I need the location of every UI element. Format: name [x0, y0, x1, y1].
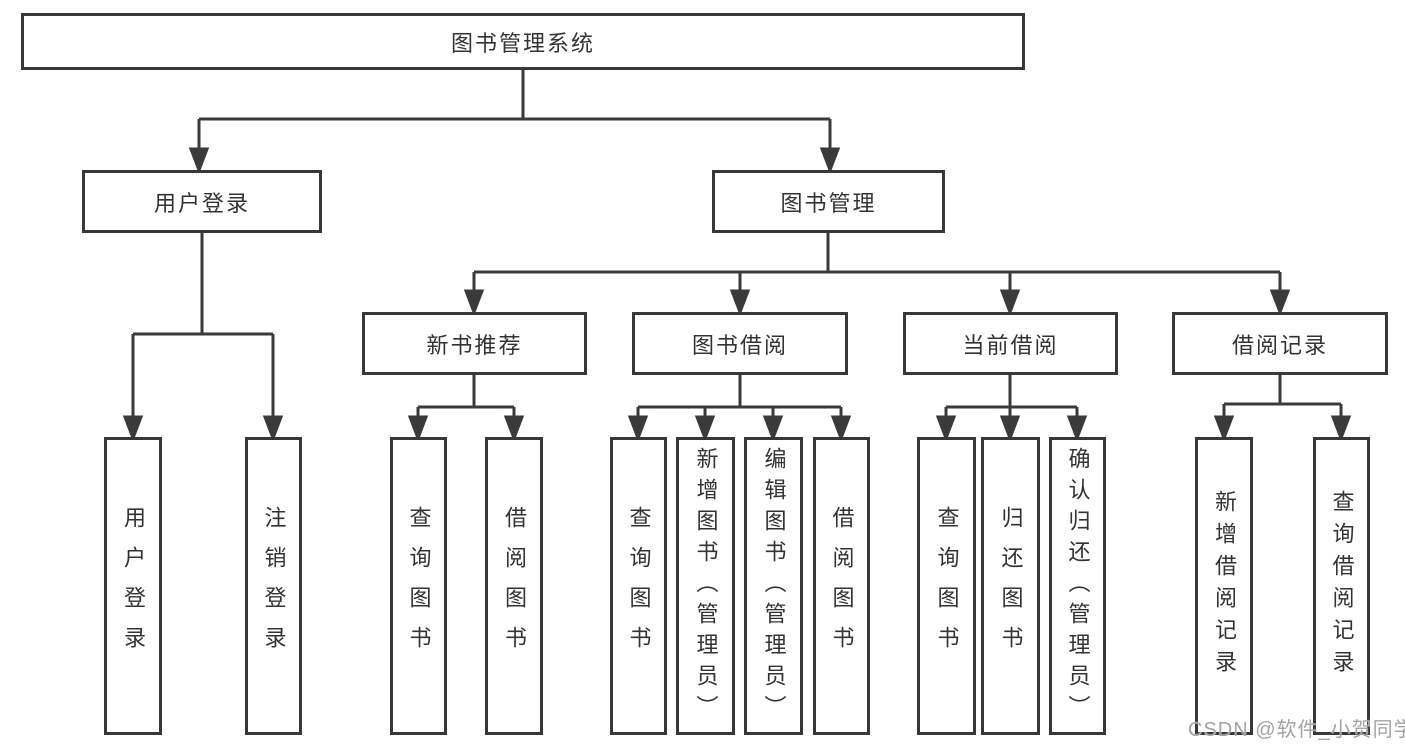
arrowhead-down-icon	[819, 147, 841, 175]
leaf-edit-book-admin: 编辑图书（管理员）	[744, 437, 803, 735]
arrowhead-down-icon	[1269, 289, 1291, 317]
leaf-query-borrow-record: 查询借阅记录	[1313, 437, 1370, 735]
arrowhead-down-icon	[463, 289, 485, 317]
node-book-borrowing: 图书借阅	[632, 312, 848, 375]
leaf-return-book: 归还图书	[981, 437, 1040, 735]
leaf-user-login: 用户登录	[104, 437, 162, 735]
node-label: 新书推荐	[426, 332, 523, 358]
node-label: 确认归还（管理员）	[1065, 446, 1091, 726]
arrowhead-down-icon	[1213, 415, 1235, 443]
leaf-add-book-admin: 新增图书（管理员）	[676, 437, 735, 735]
arrowhead-down-icon	[830, 415, 852, 443]
node-label: 借阅图书	[829, 506, 855, 666]
arrowhead-down-icon	[762, 415, 784, 443]
leaf-logout: 注销登录	[245, 437, 302, 735]
leaf-confirm-return-admin: 确认归还（管理员）	[1049, 437, 1106, 735]
node-label: 用户登录	[121, 506, 146, 666]
node-label: 新增图书（管理员）	[693, 446, 719, 726]
node-book-management: 图书管理	[712, 170, 945, 233]
arrowhead-down-icon	[935, 415, 957, 443]
leaf-query-book-borrowing: 查询图书	[610, 437, 667, 735]
node-current-borrowing: 当前借阅	[903, 312, 1118, 375]
leaf-query-book-current: 查询图书	[917, 437, 976, 735]
leaf-add-borrow-record: 新增借阅记录	[1195, 437, 1253, 735]
arrowhead-down-icon	[262, 415, 284, 443]
arrowhead-down-icon	[694, 415, 716, 443]
node-label: 图书借阅	[691, 332, 788, 358]
node-label: 查询图书	[406, 506, 432, 666]
arrowhead-down-icon	[999, 289, 1021, 317]
node-label: 编辑图书（管理员）	[761, 446, 787, 726]
node-label: 查询图书	[626, 506, 652, 666]
node-borrowing-records: 借阅记录	[1172, 312, 1388, 375]
arrowhead-down-icon	[503, 415, 525, 443]
leaf-borrow-book: 借阅图书	[813, 437, 870, 735]
leaf-borrow-book-recommend: 借阅图书	[485, 437, 543, 735]
node-label: 查询借阅记录	[1329, 490, 1355, 682]
arrowhead-down-icon	[188, 147, 210, 175]
node-label: 借阅图书	[502, 506, 527, 666]
arrowhead-down-icon	[627, 415, 649, 443]
node-root-system: 图书管理系统	[21, 13, 1025, 70]
leaf-query-book-recommend: 查询图书	[390, 437, 447, 735]
node-label: 借阅记录	[1231, 332, 1328, 358]
node-user-login: 用户登录	[82, 170, 322, 233]
node-label: 查询图书	[934, 506, 960, 666]
csdn-watermark: CSDN @软件_小贺同学	[1188, 719, 1405, 741]
arrowhead-down-icon	[1066, 415, 1088, 443]
node-label: 归还图书	[998, 506, 1024, 666]
arrowhead-down-icon	[122, 415, 144, 443]
node-label: 用户登录	[153, 190, 250, 216]
arrowhead-down-icon	[407, 415, 429, 443]
node-label: 当前借阅	[962, 332, 1059, 358]
node-label: 注销登录	[261, 506, 287, 666]
arrowhead-down-icon	[729, 289, 751, 317]
arrowhead-down-icon	[999, 415, 1021, 443]
node-label: 图书管理	[780, 190, 877, 216]
node-new-book-recommend: 新书推荐	[362, 312, 587, 375]
arrowhead-down-icon	[1330, 415, 1352, 443]
node-label: 图书管理系统	[450, 30, 595, 56]
node-label: 新增借阅记录	[1212, 490, 1237, 682]
